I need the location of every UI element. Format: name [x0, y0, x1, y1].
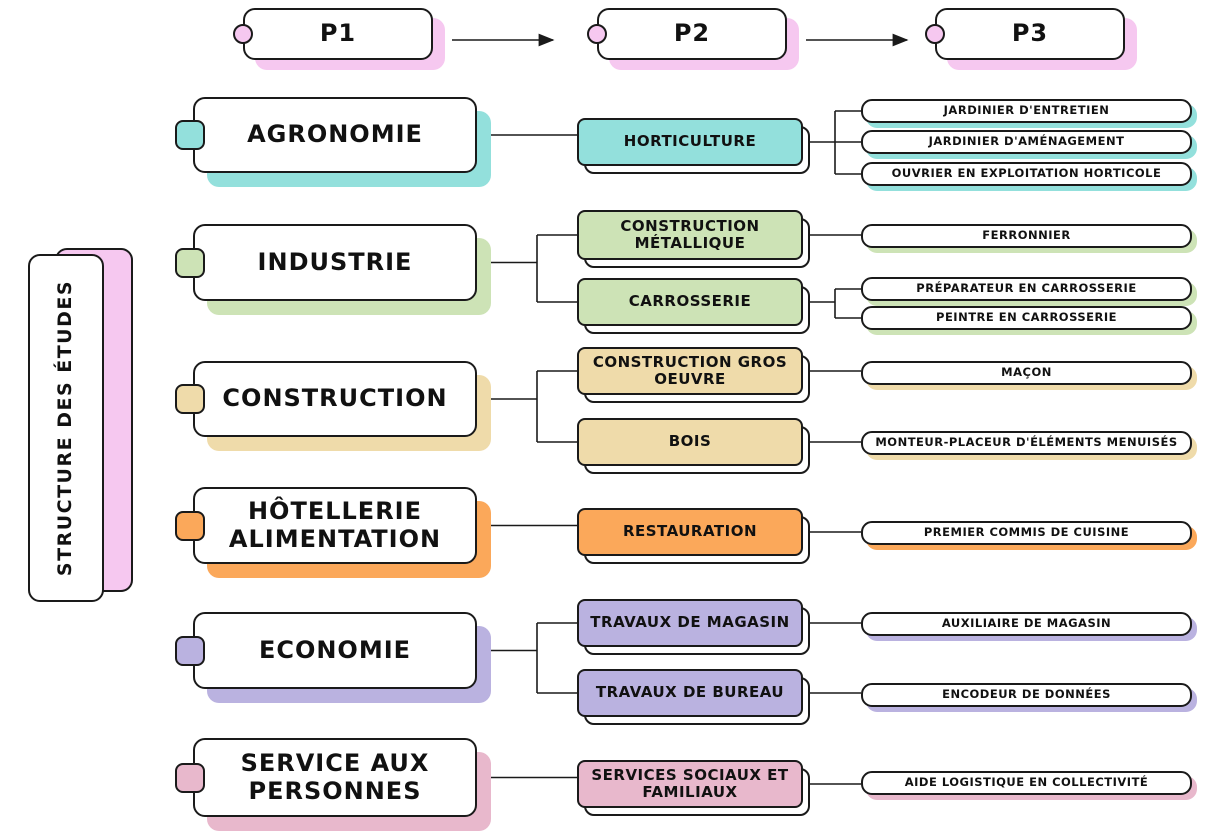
sector-hotellerie-alimentation: Hôtellerie alimentation: [193, 487, 477, 564]
sector-dot-economie: [175, 635, 205, 666]
sector-dot-construction: [175, 384, 205, 414]
sector-economie: Economie: [193, 612, 477, 689]
sector-dot-hotellerie-alimentation: [175, 510, 205, 541]
job-macon: Maçon: [861, 361, 1192, 385]
job-premier-commis-de-cuisine: Premier commis de cuisine: [861, 521, 1192, 545]
phase-header-p1: P1: [243, 8, 433, 60]
job-aide-logistique-en-collectivite: Aide logistique en collectivité: [861, 771, 1192, 795]
sector-dot-industrie: [175, 247, 205, 278]
sector-dot-agronomie: [175, 120, 205, 150]
branch-services-sociaux-et-familiaux: Services sociaux et familiaux: [577, 760, 803, 808]
sector-construction: Construction: [193, 361, 477, 437]
sector-industrie: Industrie: [193, 224, 477, 301]
diagram-title: Structure des études: [54, 279, 77, 577]
branch-travaux-de-magasin: Travaux de magasin: [577, 599, 803, 647]
branch-bois: Bois: [577, 418, 803, 466]
branch-restauration: Restauration: [577, 508, 803, 556]
branch-construction-gros-oeuvre: Construction gros oeuvre: [577, 347, 803, 395]
phase-dot-p2: [587, 24, 607, 44]
branch-horticulture: Horticulture: [577, 118, 803, 166]
branch-carrosserie: Carrosserie: [577, 278, 803, 326]
phase-header-p2: P2: [597, 8, 787, 60]
job-auxiliaire-de-magasin: Auxiliaire de magasin: [861, 612, 1192, 636]
branch-travaux-de-bureau: Travaux de bureau: [577, 669, 803, 717]
job-ouvrier-en-exploitation-horticole: Ouvrier en exploitation horticole: [861, 162, 1192, 186]
job-encodeur-de-donnees: Encodeur de données: [861, 683, 1192, 707]
sector-agronomie: Agronomie: [193, 97, 477, 173]
phase-dot-p3: [925, 24, 945, 44]
job-monteur-placeur-d-elements-menuises: Monteur-placeur d'éléments menuisés: [861, 431, 1192, 455]
title-box: Structure des études: [28, 254, 104, 602]
sector-dot-service-aux-personnes: [175, 762, 205, 793]
job-jardinier-d-entretien: Jardinier d'entretien: [861, 99, 1192, 123]
job-jardinier-d-amenagement: Jardinier d'aménagement: [861, 130, 1192, 154]
branch-construction-metallique: Construction métallique: [577, 210, 803, 260]
sector-service-aux-personnes: Service aux personnes: [193, 738, 477, 817]
phase-dot-p1: [233, 24, 253, 44]
phase-header-p3: P3: [935, 8, 1125, 60]
job-peintre-en-carrosserie: Peintre en carrosserie: [861, 306, 1192, 330]
job-preparateur-en-carrosserie: Préparateur en carrosserie: [861, 277, 1192, 301]
job-ferronnier: Ferronnier: [861, 224, 1192, 248]
